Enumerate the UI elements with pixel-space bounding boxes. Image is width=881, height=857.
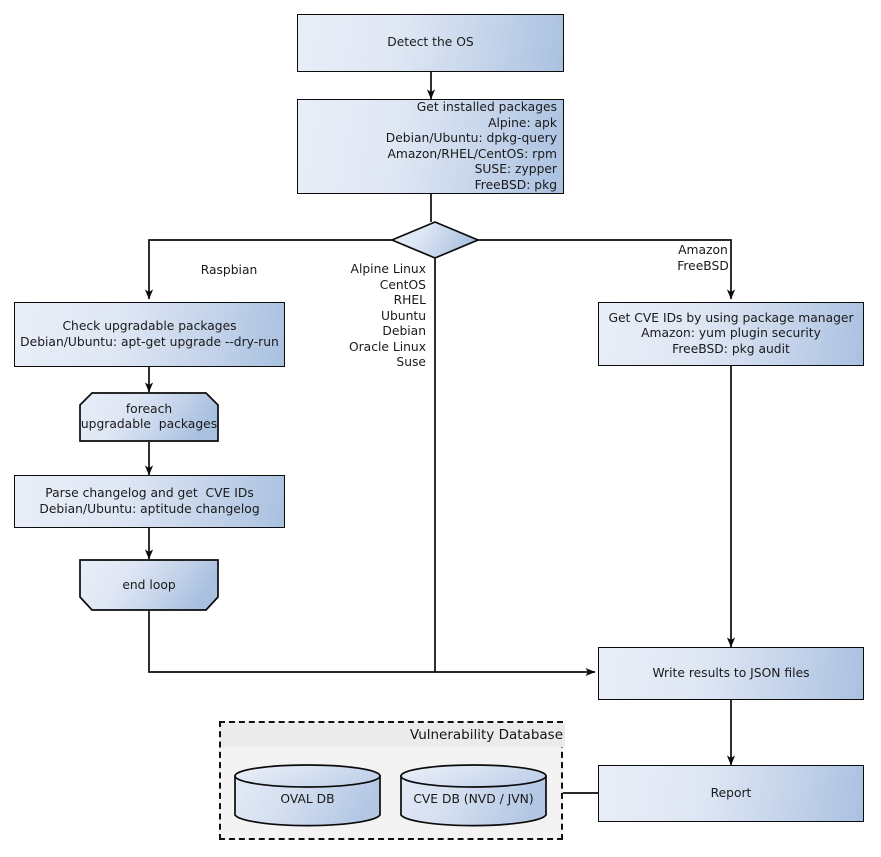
database-oval-db-label: OVAL DB [280,792,335,806]
database-oval-db[interactable]: OVAL DB [234,764,381,827]
node-get-cve-ids[interactable]: Get CVE IDs by using package manager Ama… [598,302,864,366]
edge-label-center-distros: Alpine Linux CentOS RHEL Ubuntu Debian O… [348,262,426,369]
database-cve-db-label: CVE DB (NVD / JVN) [413,792,534,806]
decision-diamond [389,221,481,259]
node-detect-os[interactable]: Detect the OS [297,14,564,72]
node-report[interactable]: Report [598,765,864,822]
database-cve-db[interactable]: CVE DB (NVD / JVN) [400,764,547,827]
node-end-loop[interactable]: end loop [79,559,219,611]
edge-label-amazon-freebsd: Amazon FreeBSD [677,243,729,273]
node-parse-changelog[interactable]: Parse changelog and get CVE IDs Debian/U… [14,475,285,528]
node-write-results[interactable]: Write results to JSON files [598,647,864,700]
node-check-upgradable-packages[interactable]: Check upgradable packages Debian/Ubuntu:… [14,302,285,367]
end-loop-label: end loop [122,578,176,592]
vulnerability-database-title: Vulnerability Database [221,723,565,747]
node-get-installed-packages[interactable]: Get installed packages Alpine: apk Debia… [297,99,564,194]
node-foreach-loop[interactable]: foreach upgradable packages [79,392,219,442]
edge-label-raspbian: Raspbian [200,263,258,277]
foreach-loop-label: foreach upgradable packages [80,401,218,432]
